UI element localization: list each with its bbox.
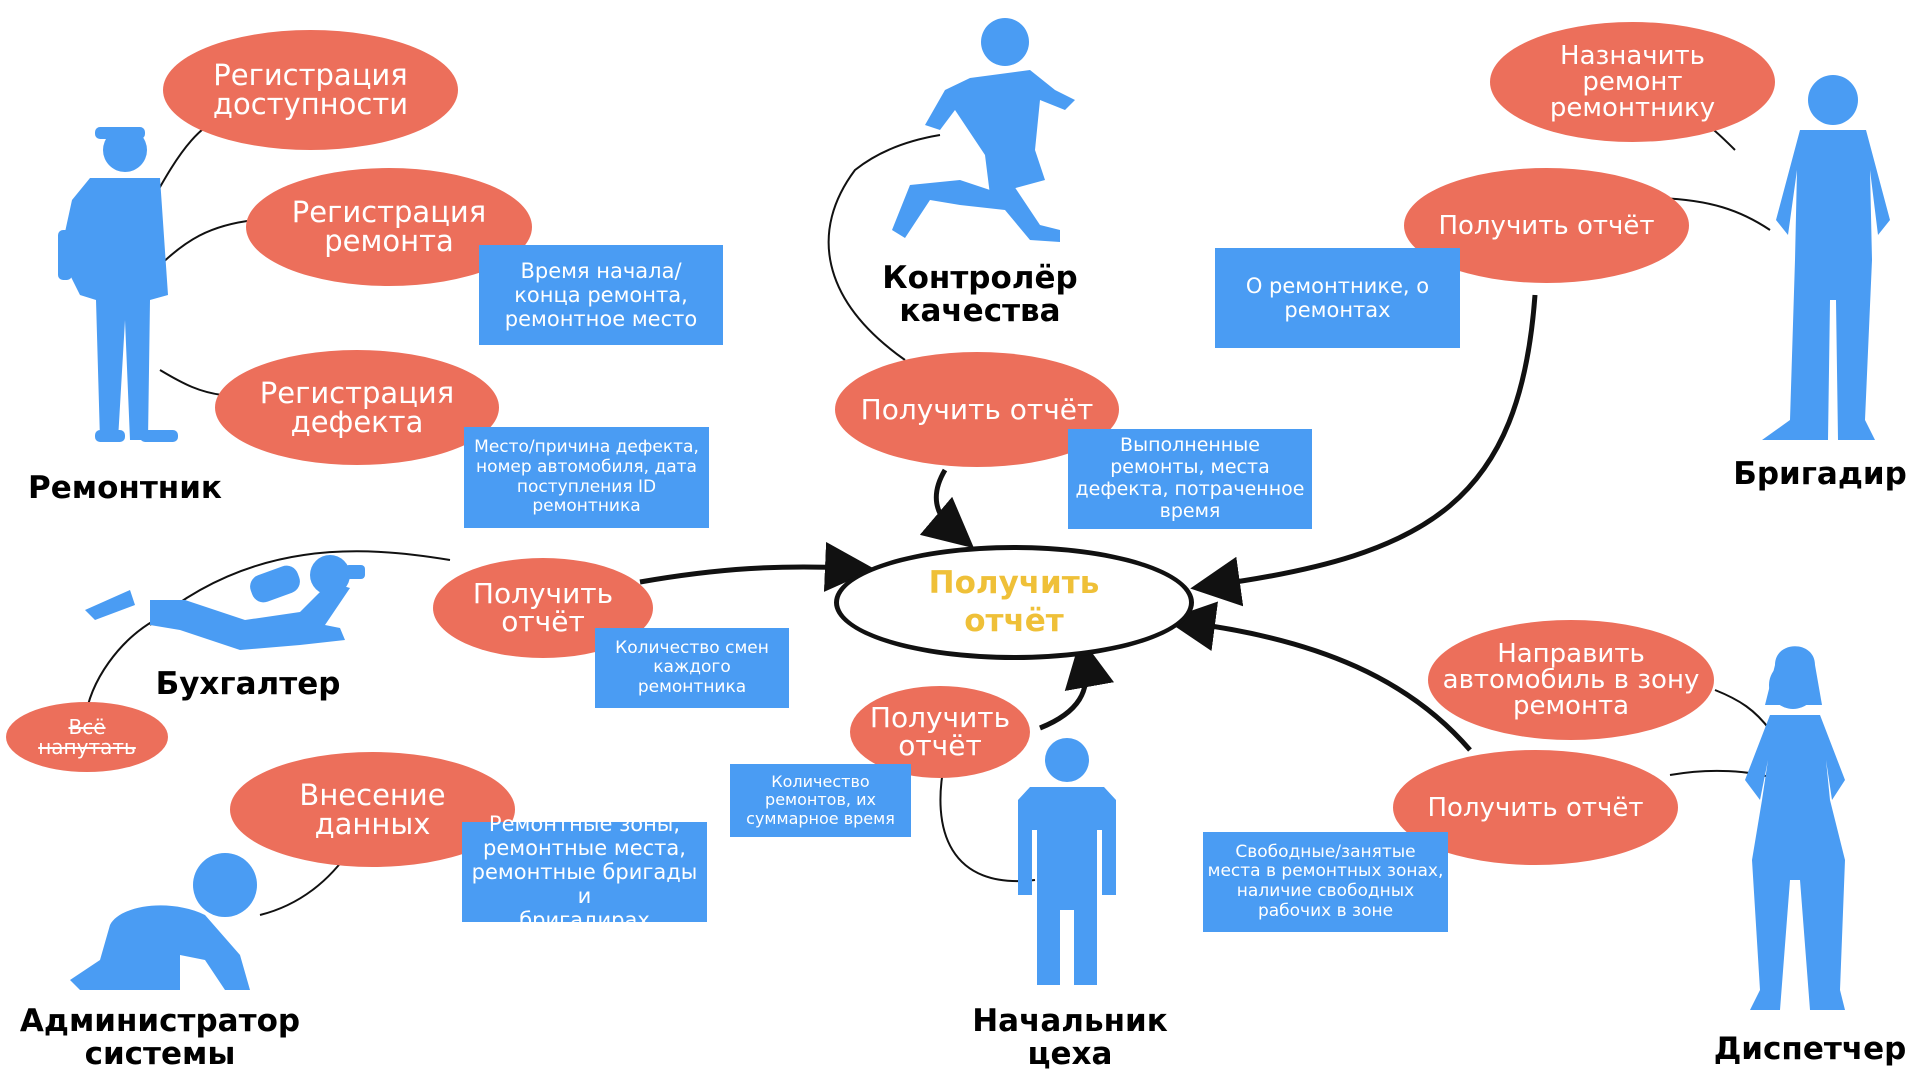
actor-label-dispatcher: Диспетчер — [1713, 1031, 1907, 1067]
connector-dispatcher-send — [1714, 689, 1771, 731]
repairman-figure — [58, 127, 178, 442]
note-defect-info: Место/причина дефекта, номер автомобиля,… — [464, 427, 709, 528]
note-shifts-info: Количество смен каждого ремонтника — [595, 628, 789, 708]
use-case-registration-defect[interactable]: Регистрация дефекта — [215, 350, 499, 465]
shop-head-figure — [1018, 738, 1116, 985]
arrow-foreman — [1190, 294, 1538, 607]
connector-accountant-report — [149, 550, 451, 626]
actor-label-admin: Администратор системы — [19, 1003, 301, 1072]
foreman-figure — [1762, 75, 1890, 440]
actor-label-quality: Контролёр качества — [882, 260, 1078, 329]
arrow-accountant — [639, 541, 875, 592]
arrow-quality — [919, 468, 975, 549]
note-shop-info: Количество ремонтов, их суммарное время — [730, 764, 911, 837]
use-case-send-car[interactable]: Направить автомобиль в зону ремонта — [1428, 620, 1714, 740]
arrow-shop — [1039, 637, 1114, 731]
connector-quality-report — [827, 134, 941, 361]
note-foreman-info: О ремонтнике, о ремонтах — [1215, 248, 1460, 348]
connector-repairman-repair — [154, 219, 256, 271]
connector-repairman-defect — [159, 369, 223, 396]
note-admin-info: Ремонтные зоны, ремонтные места, ремонтн… — [462, 812, 707, 932]
use-case-shop-report[interactable]: Получить отчёт — [850, 686, 1030, 778]
quality-figure — [892, 18, 1075, 242]
accountant-figure — [85, 555, 365, 650]
note-repair-time: Время начала/ конца ремонта, ремонтное м… — [479, 245, 723, 345]
use-case-accountant-report[interactable]: Получить отчёт — [433, 558, 653, 658]
use-case-assign-repair[interactable]: Назначить ремонт ремонтнику — [1490, 22, 1775, 142]
dispatcher-figure — [1745, 646, 1845, 1010]
actor-label-accountant: Бухгалтер — [155, 666, 341, 702]
use-case-mess-up[interactable]: Всё напутать — [6, 702, 168, 772]
note-dispatcher-info: Свободные/занятые места в ремонтных зона… — [1203, 832, 1448, 932]
connector-shop-report — [939, 759, 1036, 883]
arrow-dispatcher — [1165, 601, 1472, 752]
note-quality-info: Выполненные ремонты, места дефекта, потр… — [1068, 429, 1312, 529]
admin-figure — [70, 853, 257, 990]
central-use-case[interactable]: Получить отчёт — [834, 545, 1194, 660]
connector-foreman-report — [1659, 197, 1771, 231]
use-case-registration-availability[interactable]: Регистрация доступности — [163, 30, 458, 150]
actor-label-shop-head: Начальник цеха — [972, 1003, 1168, 1072]
report-arrows — [639, 294, 1538, 752]
actor-label-repairman: Ремонтник — [28, 470, 222, 506]
actor-label-foreman: Бригадир — [1733, 456, 1907, 492]
